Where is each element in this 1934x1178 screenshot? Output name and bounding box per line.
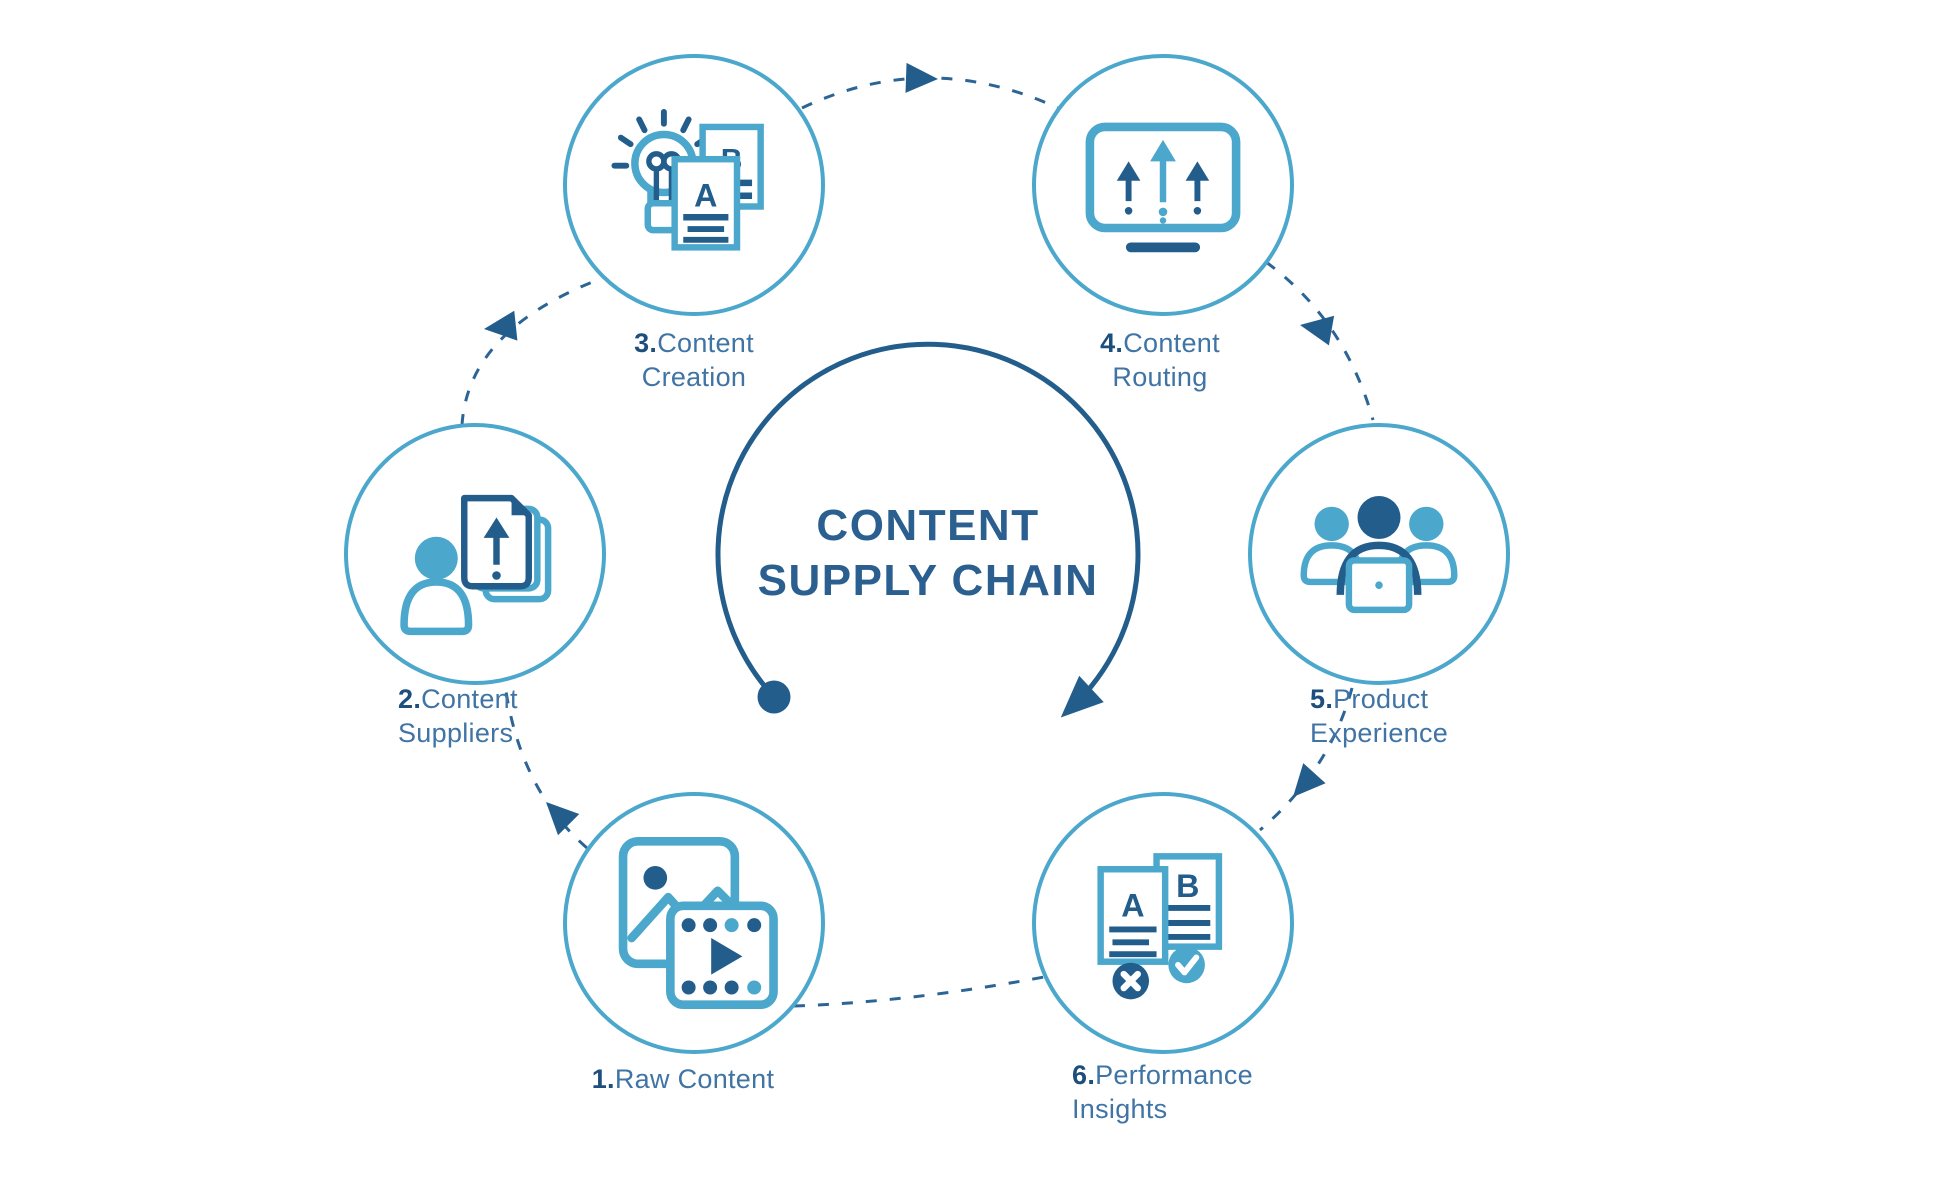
center-cycle-start-dot (757, 680, 791, 714)
node-label-product-experience: 5.Product Experience (1310, 682, 1540, 750)
diagram-title: CONTENT SUPPLY CHAIN (700, 498, 1156, 608)
connector-3-to-4 (801, 76, 1059, 110)
doc-letter-b: B (1176, 868, 1199, 904)
center-cycle-arrowhead (1060, 675, 1104, 718)
lightbulb-idea-documents-icon: B A (611, 108, 764, 251)
node-name: Content (421, 684, 518, 714)
screen-up-arrows-icon (1085, 122, 1241, 253)
node-name: Product (1333, 684, 1429, 714)
arrowhead-5-to-6 (1293, 763, 1326, 797)
node-name-line2: Suppliers (398, 718, 514, 748)
arrowhead-1-to-2 (546, 802, 580, 836)
node-label-raw-content: 1.Raw Content (538, 1062, 828, 1096)
node-circle-content-suppliers (344, 423, 606, 685)
node-number: 3. (634, 328, 658, 358)
node-label-content-routing: 4.Content Routing (1060, 326, 1260, 394)
doc-letter-a: A (694, 178, 717, 214)
node-number: 1. (591, 1064, 615, 1094)
ab-comparison-results-icon: B A (1097, 853, 1223, 1000)
node-name: Content (657, 328, 754, 358)
arrowhead-4-to-5 (1300, 315, 1335, 346)
node-name-line2: Routing (1112, 362, 1208, 392)
connector-5-to-6 (1259, 687, 1354, 832)
diagram-title-line1: CONTENT (816, 501, 1040, 550)
node-circle-product-experience (1248, 423, 1510, 685)
arrowhead-3-to-4 (905, 62, 938, 93)
node-circle-content-routing (1032, 54, 1294, 316)
node-circle-performance-insights: B A (1032, 792, 1294, 1054)
person-upload-documents-icon (400, 494, 552, 636)
node-number: 4. (1100, 328, 1124, 358)
node-label-content-creation: 3.Content Creation (594, 326, 794, 394)
node-label-content-suppliers: 2.Content Suppliers (398, 682, 618, 750)
success-check-badge (1168, 946, 1205, 984)
node-name-line2: Creation (641, 362, 747, 392)
arrowhead-2-to-3 (484, 310, 518, 341)
doc-letter-a: A (1121, 888, 1144, 924)
node-circle-raw-content (563, 792, 825, 1054)
node-name: Performance (1095, 1060, 1253, 1090)
node-name-line2: Insights (1072, 1094, 1168, 1124)
team-laptop-icon (1300, 495, 1458, 614)
node-name: Content (1123, 328, 1220, 358)
node-number: 6. (1072, 1060, 1096, 1090)
connector-4-to-5 (1265, 260, 1375, 421)
node-number: 5. (1310, 684, 1334, 714)
node-circle-content-creation: B A (563, 54, 825, 316)
node-label-performance-insights: 6.Performance Insights (1072, 1058, 1342, 1126)
connector-6-to-1 (793, 975, 1045, 1008)
connector-2-to-3 (460, 277, 601, 426)
node-name: Raw Content (614, 1064, 775, 1094)
diagram-title-line2: SUPPLY CHAIN (757, 556, 1099, 605)
photo-video-icon (618, 837, 778, 1009)
node-name-line2: Experience (1310, 718, 1449, 748)
center-cycle-arc (715, 341, 1141, 710)
node-number: 2. (398, 684, 422, 714)
